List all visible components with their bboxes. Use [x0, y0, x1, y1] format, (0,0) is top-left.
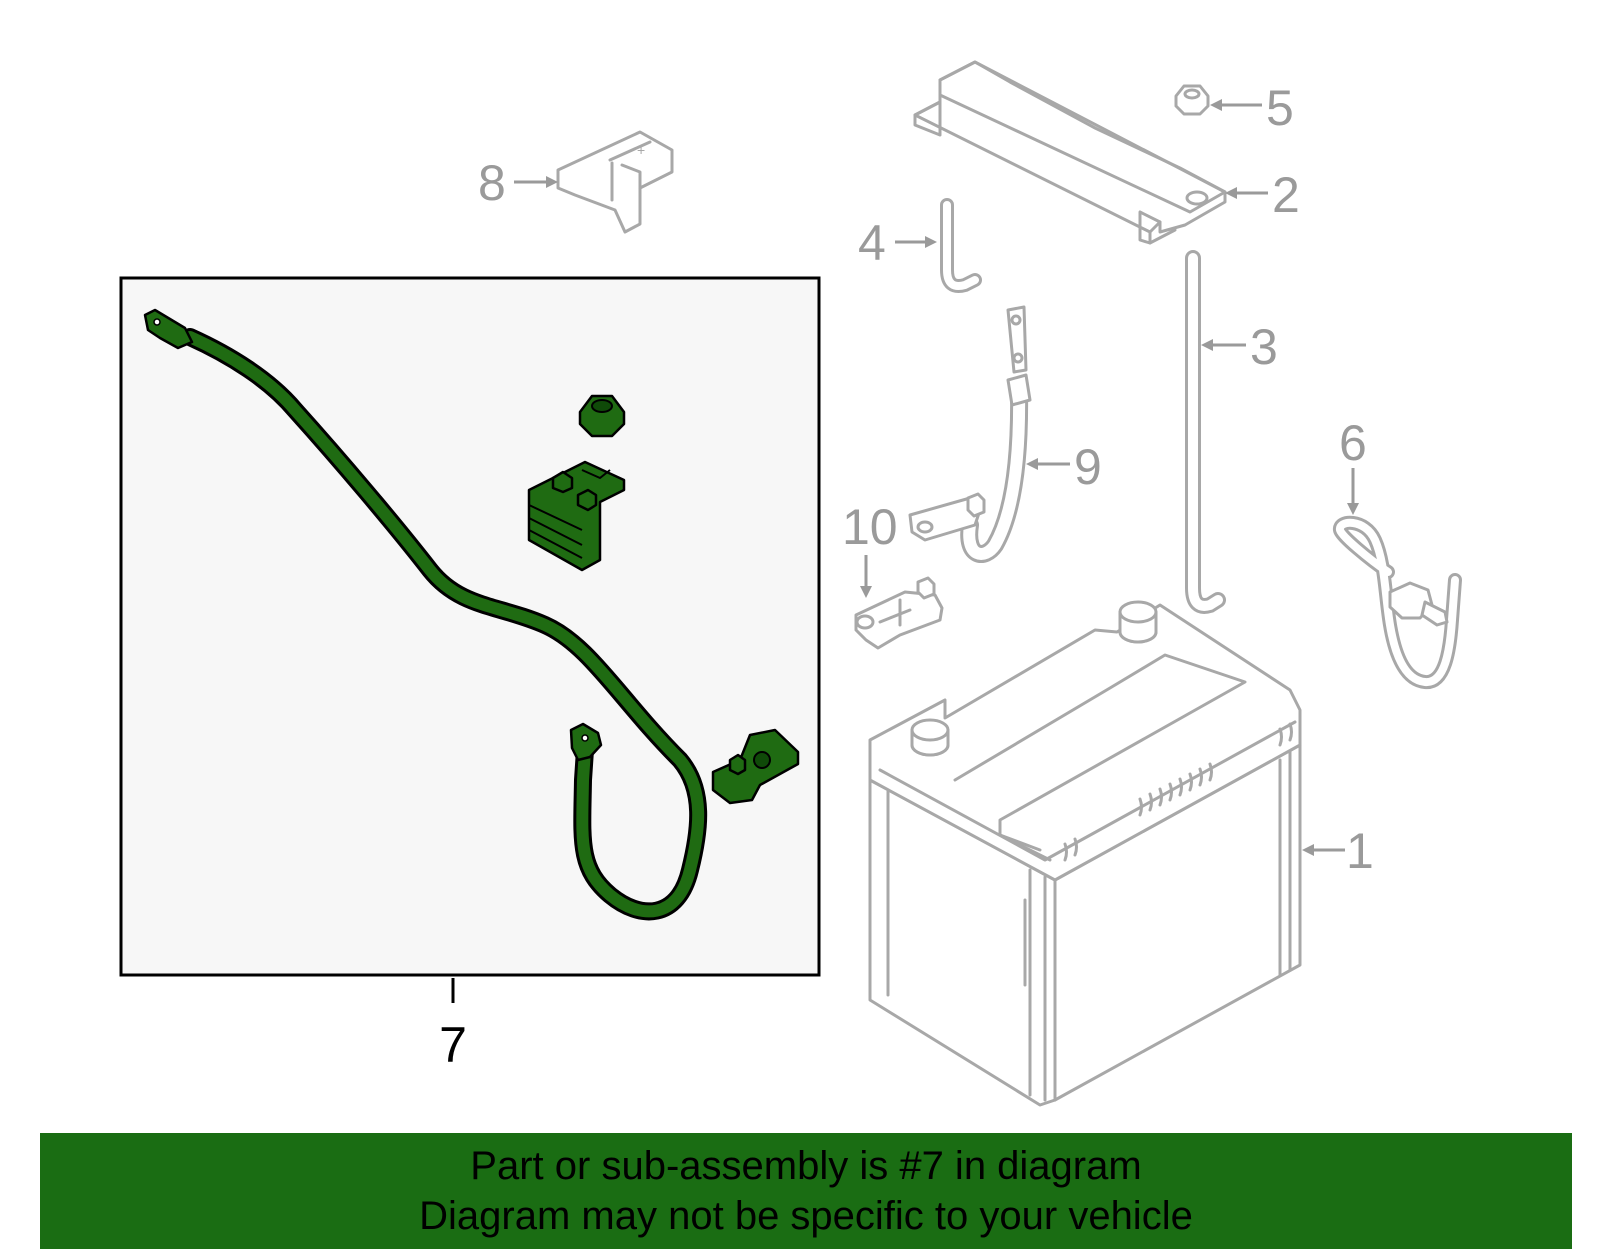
- callout-3: 3: [1250, 319, 1278, 375]
- callout-10: 10: [842, 499, 898, 555]
- callout-6: 6: [1339, 415, 1367, 471]
- callout-2: 2: [1272, 167, 1300, 223]
- callout-9: 9: [1074, 439, 1102, 495]
- callout-7: 7: [439, 1017, 467, 1073]
- inset-connector-block: [711, 728, 800, 805]
- part-9-short-cable: [908, 305, 1032, 563]
- banner-line-1: Part or sub-assembly is #7 in diagram: [470, 1144, 1142, 1188]
- battery-cable: [181, 328, 708, 921]
- part-8-terminal-cover: +: [556, 130, 674, 234]
- inset-terminal-clamp: [527, 460, 626, 572]
- info-banner: Part or sub-assembly is #7 in diagram Di…: [40, 1133, 1572, 1249]
- callout-5: 5: [1266, 80, 1294, 136]
- part-1-battery: [868, 600, 1302, 1107]
- cable-ring-terminal-bottom: [569, 722, 603, 762]
- callout-1: 1: [1346, 823, 1374, 879]
- callout-8: 8: [478, 155, 506, 211]
- inset-nut: [578, 394, 626, 438]
- callout-4: 4: [858, 215, 886, 271]
- part-6-vent-tube: [1333, 515, 1462, 689]
- terminal-hole-icon: [153, 318, 161, 326]
- banner-line-2: Diagram may not be specific to your vehi…: [419, 1194, 1193, 1238]
- part-7-inset-box: [119, 276, 821, 977]
- terminal-bottom-hole-icon: [581, 734, 589, 742]
- svg-text:+: +: [637, 142, 645, 158]
- part-10-sensor: [854, 576, 944, 650]
- part-2-hold-down-bracket: [913, 60, 1227, 245]
- part-5-nut: [1174, 84, 1210, 116]
